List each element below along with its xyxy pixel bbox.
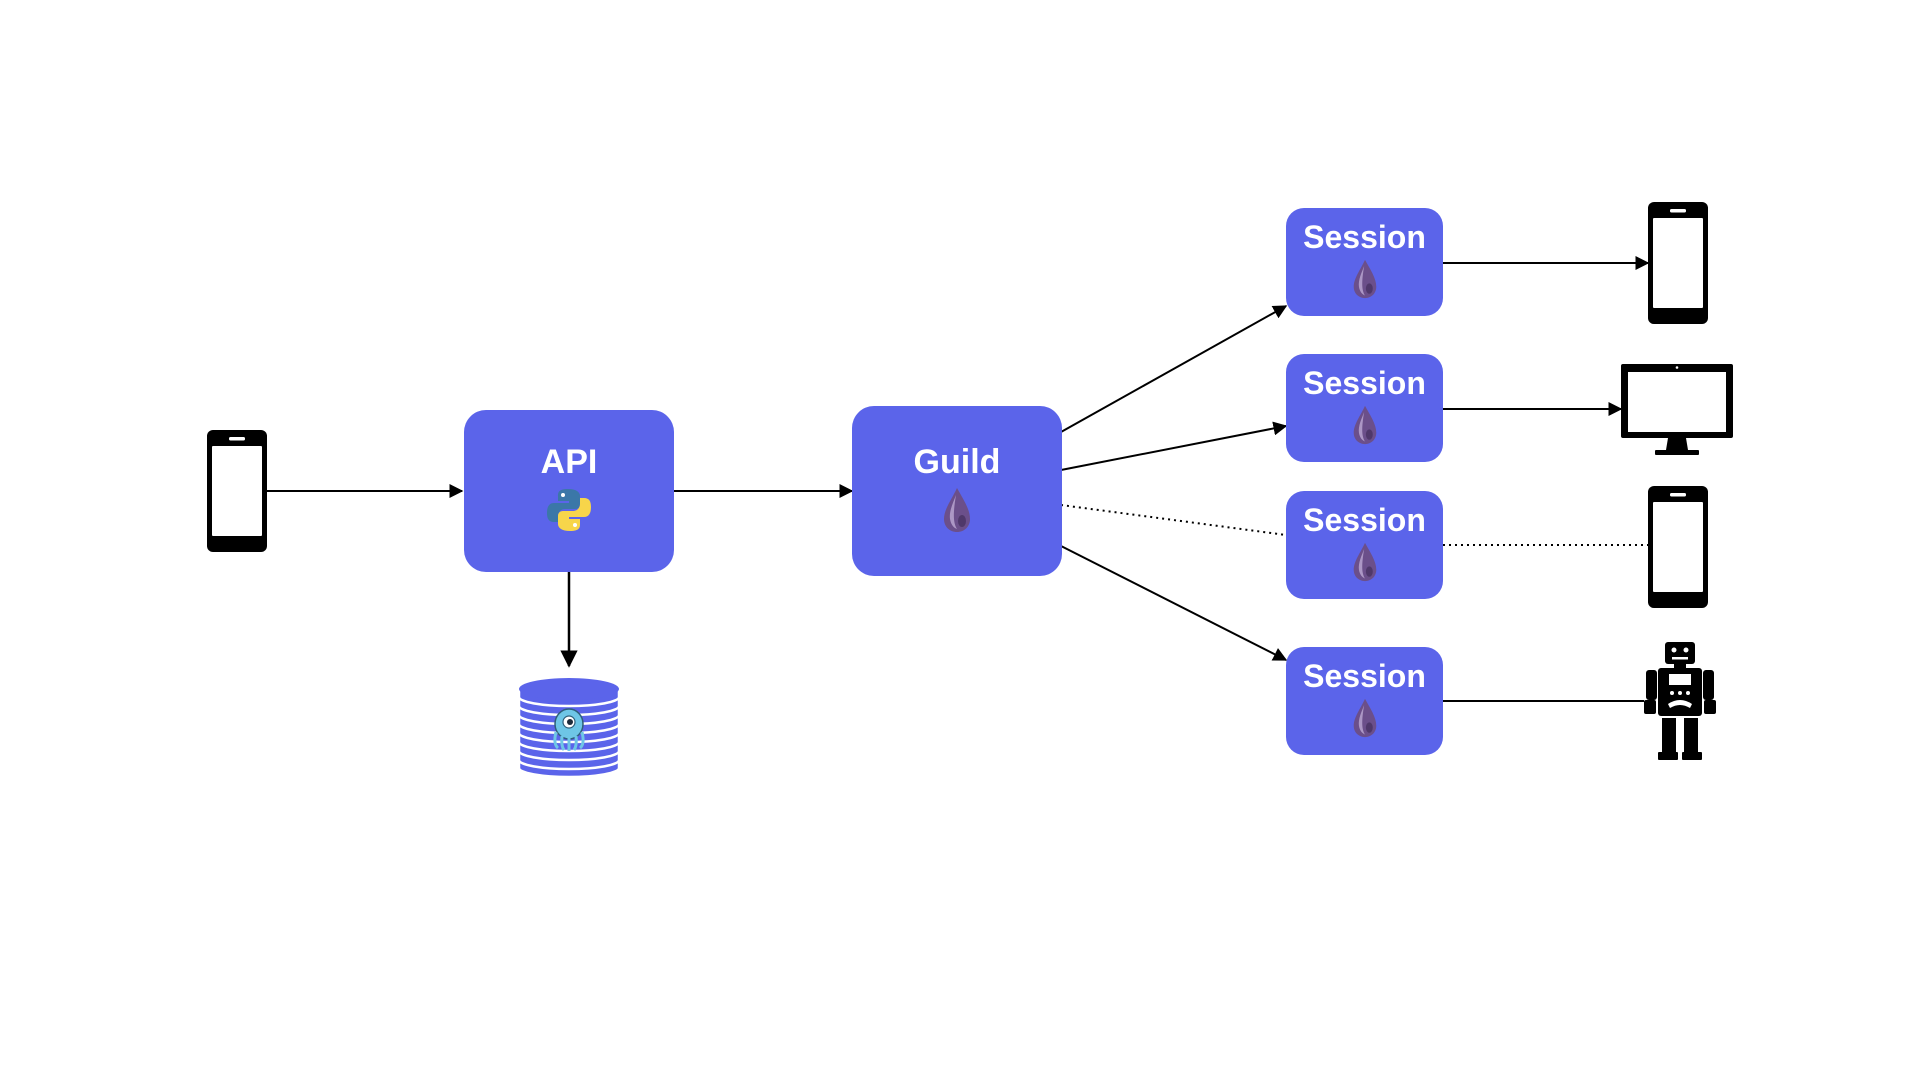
api-node-label: API bbox=[540, 442, 598, 481]
session-node-1[interactable]: Session bbox=[1286, 208, 1443, 316]
elixir-drop-icon bbox=[942, 487, 972, 538]
session-node-label: Session bbox=[1303, 657, 1426, 694]
scylla-mascot-icon bbox=[553, 708, 585, 751]
edge-guild-to-session-4 bbox=[1060, 545, 1288, 661]
session-node-3[interactable]: Session bbox=[1286, 491, 1443, 599]
edge-guild-to-session-1 bbox=[1060, 305, 1288, 433]
elixir-drop-icon bbox=[1352, 542, 1378, 587]
api-node[interactable]: API bbox=[464, 410, 674, 572]
phone-icon bbox=[1648, 202, 1708, 324]
phone-icon bbox=[1648, 486, 1708, 608]
guild-node[interactable]: Guild bbox=[852, 406, 1062, 576]
elixir-drop-icon bbox=[1352, 405, 1378, 450]
edge-guild-to-session-3 bbox=[1060, 504, 1287, 536]
session-node-4[interactable]: Session bbox=[1286, 647, 1443, 755]
session-node-2[interactable]: Session bbox=[1286, 354, 1443, 462]
source-phone-icon bbox=[207, 430, 267, 552]
session-node-label: Session bbox=[1303, 501, 1426, 538]
guild-node-label: Guild bbox=[913, 442, 1001, 481]
desktop-monitor-icon bbox=[1621, 364, 1733, 456]
session-node-label: Session bbox=[1303, 364, 1426, 401]
scylladb-database-icon bbox=[517, 674, 621, 779]
edge-guild-to-session-2 bbox=[1060, 421, 1288, 471]
python-icon bbox=[546, 487, 592, 538]
robot-icon bbox=[1640, 642, 1720, 762]
elixir-drop-icon bbox=[1352, 259, 1378, 304]
session-node-label: Session bbox=[1303, 218, 1426, 255]
elixir-drop-icon bbox=[1352, 698, 1378, 743]
